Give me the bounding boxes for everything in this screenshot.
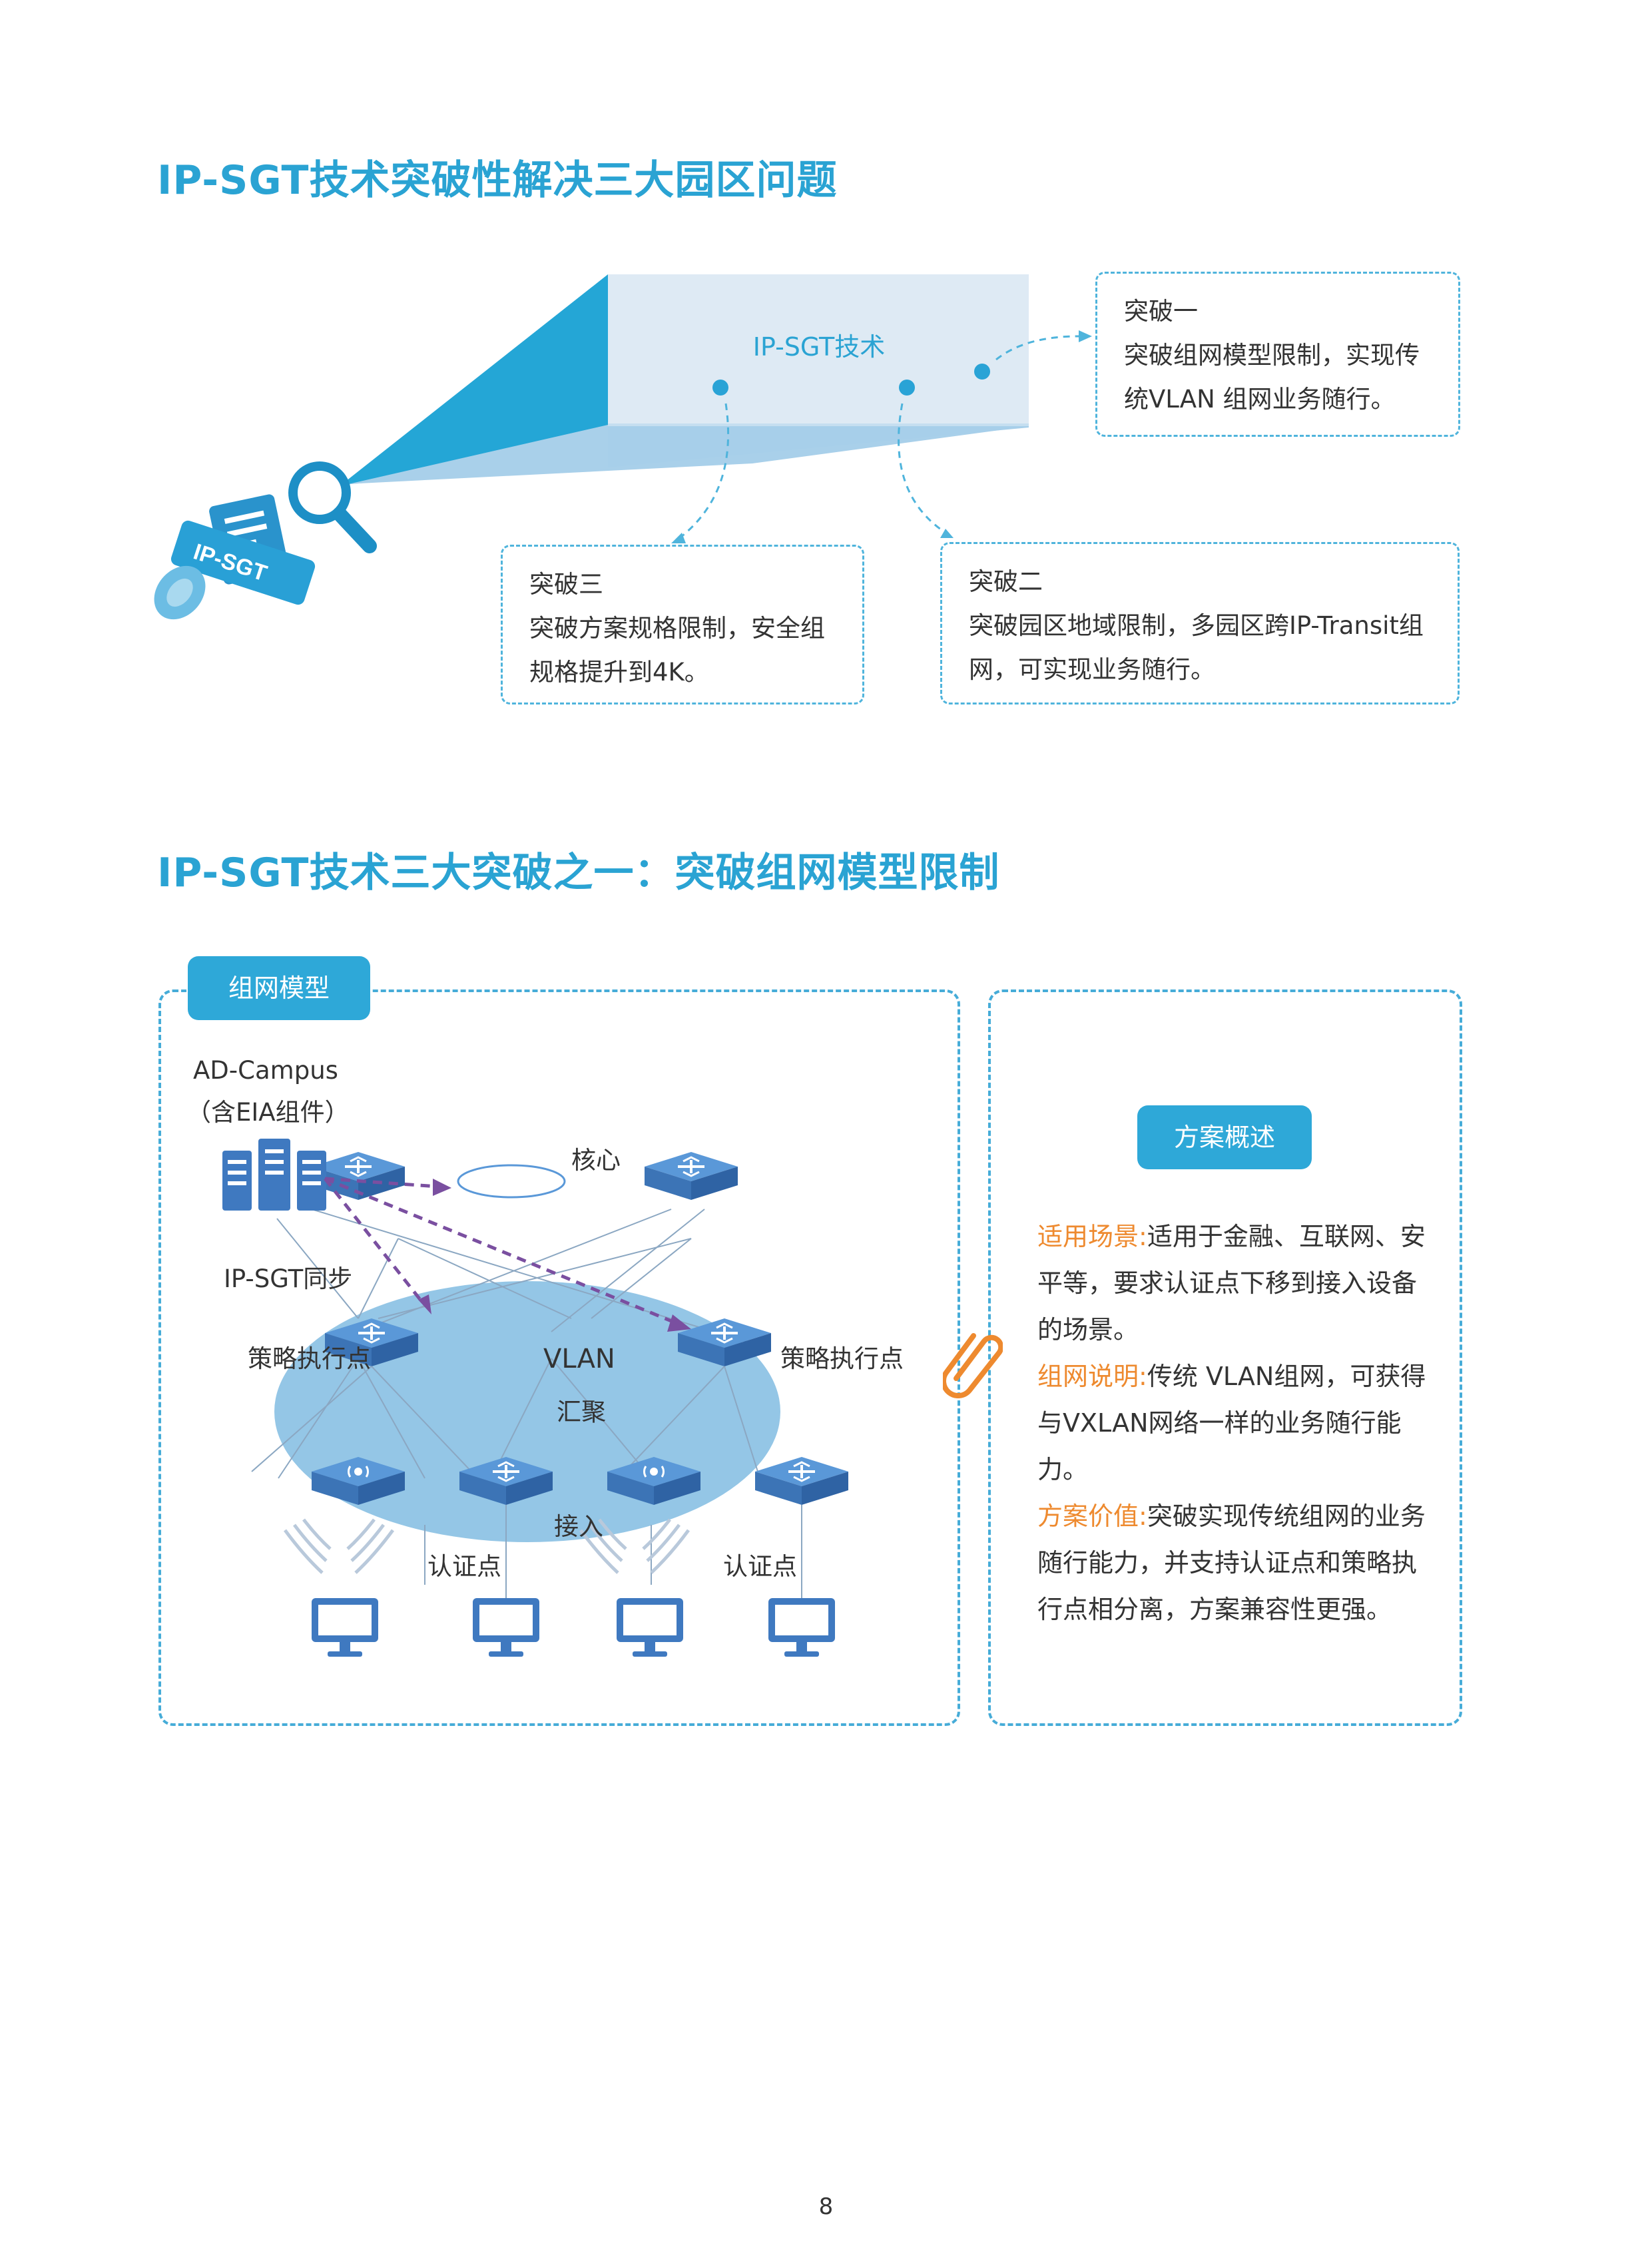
document-icon: IP-SGT xyxy=(170,494,316,605)
pc-1 xyxy=(312,1598,378,1657)
section-heading-2: IP-SGT技术三大突破之一：突破组网模型限制 xyxy=(157,850,1000,896)
page-number: 8 xyxy=(818,2193,834,2220)
breakthrough-3-body: 突破方案规格限制，安全组规格提升到4K。 xyxy=(529,614,825,687)
breakthrough-3-title: 突破三 xyxy=(529,570,603,599)
value-key: 方案价值: xyxy=(1037,1502,1147,1531)
sync-arrows xyxy=(324,1177,679,1326)
breakthrough-1-box: 突破一 突破组网模型限制，实现传统VLAN 组网业务随行。 xyxy=(1095,272,1460,437)
core-link xyxy=(457,1164,566,1199)
breakthrough-2-body: 突破园区地域限制，多园区跨IP-Transit组网，可实现业务随行。 xyxy=(969,611,1424,684)
section-heading-1: IP-SGT技术突破性解决三大园区问题 xyxy=(157,157,838,204)
sync-label: IP-SGT同步 xyxy=(224,1264,353,1293)
vlan-area xyxy=(274,1281,780,1542)
breakthrough-2-box: 突破二 突破园区地域限制，多园区跨IP-Transit组网，可实现业务随行。 xyxy=(940,542,1460,704)
pin-icon xyxy=(154,565,206,620)
network-model-tab: 组网模型 xyxy=(188,956,370,1020)
connectors xyxy=(671,330,1092,543)
breakthrough-1-title: 突破一 xyxy=(1124,297,1198,326)
core-switch-right xyxy=(643,1151,739,1201)
network-text: 传统 VLAN组网，可获得与VXLAN网络一样的业务随行能力。 xyxy=(1037,1362,1426,1484)
value-text: 突破实现传统组网的业务随行能力，并支持认证点和策略执行点相分离，方案兼容性更强。 xyxy=(1037,1502,1426,1624)
breakthrough-3-box: 突破三 突破方案规格限制，安全组规格提升到4K。 xyxy=(501,545,864,704)
core-label: 核心 xyxy=(571,1146,621,1175)
paperclip-icon xyxy=(943,1333,1003,1398)
policy-right-label: 策略执行点 xyxy=(780,1344,904,1373)
pc-2 xyxy=(473,1598,539,1657)
overview-text: 适用场景:适用于金融、互联网、安平等，要求认证点下移到接入设备的场景。 组网说明… xyxy=(1037,1213,1430,1633)
access-label: 接入 xyxy=(554,1512,603,1541)
auth-right-label: 认证点 xyxy=(723,1552,797,1581)
controller-label-1: AD-Campus xyxy=(193,1056,338,1085)
beam-label: IP-SGT技术 xyxy=(752,332,886,362)
breakthrough-2-title: 突破二 xyxy=(969,567,1043,596)
policy-left-label: 策略执行点 xyxy=(248,1344,371,1373)
overview-tab: 方案概述 xyxy=(1137,1105,1312,1169)
scenario-text: 适用于金融、互联网、安平等，要求认证点下移到接入设备的场景。 xyxy=(1037,1222,1426,1344)
breakthrough-1-body: 突破组网模型限制，实现传统VLAN 组网业务随行。 xyxy=(1124,341,1420,414)
server-icon xyxy=(222,1139,326,1211)
wifi-icon xyxy=(283,1518,690,1574)
beam-bottom xyxy=(608,423,1029,467)
access-switch-right xyxy=(754,1456,850,1506)
pc-4 xyxy=(768,1598,835,1657)
scenario-key: 适用场景: xyxy=(1037,1222,1147,1251)
vlan-label: VLAN xyxy=(543,1344,615,1374)
overview-frame xyxy=(988,989,1462,1726)
auth-left-label: 认证点 xyxy=(427,1552,501,1581)
pc-3 xyxy=(617,1598,683,1657)
magnifier-icon xyxy=(288,461,377,553)
beam-panel xyxy=(608,274,1029,425)
network-diagram xyxy=(222,1139,850,1657)
network-key: 组网说明: xyxy=(1037,1362,1147,1391)
controller-label-2: （含EIA组件） xyxy=(186,1098,350,1127)
aggregation-label: 汇聚 xyxy=(557,1398,606,1426)
